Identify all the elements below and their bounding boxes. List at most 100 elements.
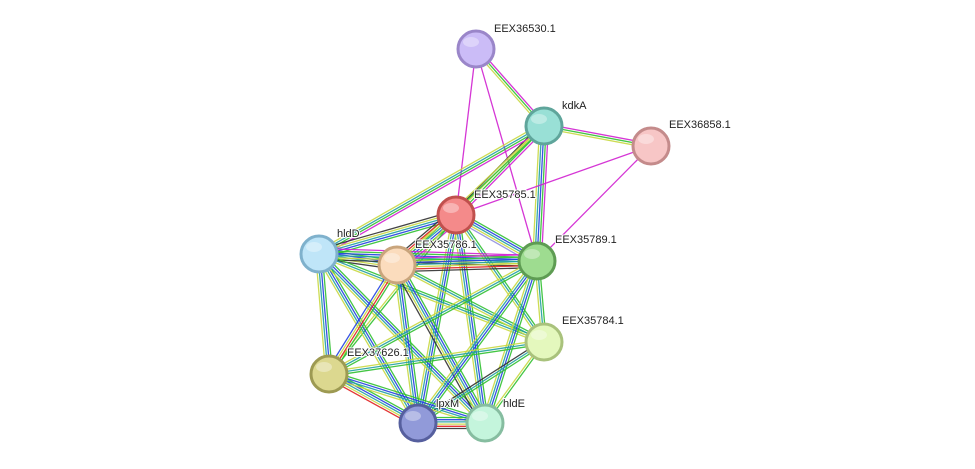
edge-line-green (458, 214, 489, 423)
edge-line-teal (396, 260, 538, 266)
edge-eex36858-1-eex35789-1 (536, 145, 652, 262)
node-label-hlde: hldE (503, 398, 525, 410)
edge-line-green (321, 252, 422, 422)
edge-line-blue (536, 125, 545, 262)
edge-line-red (397, 264, 538, 271)
edge-eex36530-1-eex35789-1 (475, 48, 538, 262)
node-circle[interactable] (524, 322, 564, 362)
node-highlight (638, 134, 654, 144)
edge-line-blue (396, 258, 537, 264)
edge-line-magenta (540, 126, 550, 262)
edge-line-blue (418, 215, 458, 424)
edge-line-teal (396, 264, 545, 343)
edge-line-green (331, 266, 401, 377)
node-hlde[interactable] (465, 403, 505, 443)
edge-line-teal (483, 260, 537, 423)
node-lpxm[interactable] (398, 403, 438, 443)
edge-line-blue (456, 214, 487, 423)
edge-line-teal (317, 254, 329, 375)
edge-kdka-hldd (317, 122, 546, 258)
node-eex36530-1[interactable] (456, 29, 496, 69)
edge-line-green (400, 262, 490, 422)
node-highlight (531, 330, 547, 340)
edge-line-teal (396, 264, 486, 424)
node-eex35786-1[interactable] (377, 245, 417, 285)
edge-eex35789-1-lpxm (414, 258, 541, 426)
edge-eex35789-1-hlde (481, 259, 541, 425)
node-circle[interactable] (398, 403, 438, 443)
edge-line-yellow (395, 124, 544, 265)
node-circle[interactable] (309, 354, 349, 394)
node-label-kdka: kdkA (562, 100, 587, 112)
edge-line-yellow (414, 258, 535, 422)
node-highlight (405, 411, 421, 421)
node-circle[interactable] (436, 195, 476, 235)
node-highlight (531, 114, 547, 124)
edge-line-magenta (320, 128, 546, 258)
node-label-eex37626-1: EEX37626.1 (347, 347, 409, 359)
node-highlight (316, 362, 332, 372)
edge-line-magenta (396, 253, 537, 260)
edge-line-green (397, 262, 546, 341)
edge-line-black (317, 210, 455, 251)
edge-line-green (487, 261, 541, 425)
edge-line-yellow (318, 256, 537, 265)
edge-eex35789-1-eex37626-1 (327, 258, 539, 377)
edge-line-teal (318, 254, 537, 263)
edge-line-teal (318, 253, 545, 343)
labels-layer: EEX36530.1kdkAEEX36858.1EEX35785.1hldDEE… (336, 22, 732, 411)
edge-line-green (399, 264, 422, 423)
edge-line-yellow (327, 258, 537, 373)
node-label-eex35784-1: EEX35784.1 (562, 315, 624, 327)
node-hldd[interactable] (299, 234, 339, 274)
edge-line-green (319, 250, 538, 259)
edge-line-yellow (481, 259, 535, 423)
edge-line-green (329, 262, 539, 377)
edge-line-yellow (317, 122, 543, 252)
edge-line-blue (319, 253, 331, 374)
node-circle[interactable] (456, 29, 496, 69)
edge-line-magenta (455, 48, 477, 216)
edge-line-yellow (327, 264, 397, 374)
edge-line-magenta (475, 48, 538, 262)
node-eex35785-1[interactable] (436, 195, 476, 235)
edge-line-green (397, 126, 546, 267)
edge-line-black (318, 258, 537, 268)
edge-line-red (329, 265, 399, 375)
node-circle[interactable] (299, 234, 339, 274)
node-circle[interactable] (517, 241, 557, 281)
edge-line-green (396, 255, 537, 262)
edge-line-blue (398, 263, 488, 423)
node-circle[interactable] (524, 106, 564, 146)
node-label-eex35785-1: EEX35785.1 (474, 189, 536, 201)
edge-line-green (456, 126, 546, 217)
node-label-eex36530-1: EEX36530.1 (494, 23, 556, 35)
node-circle[interactable] (465, 403, 505, 443)
edge-line-black (392, 266, 482, 426)
edge-line-teal (454, 215, 485, 424)
edge-eex35786-1-hlde (392, 262, 490, 426)
node-circle[interactable] (377, 245, 417, 285)
edge-line-yellow (317, 255, 544, 345)
node-circle[interactable] (631, 126, 671, 166)
edge-line-black (397, 266, 538, 273)
edge-eex35786-1-eex35789-1 (396, 253, 538, 273)
node-highlight (306, 242, 322, 252)
edge-line-teal (318, 124, 544, 254)
node-label-lpxm: lpxM (436, 398, 459, 410)
node-eex37626-1[interactable] (309, 354, 349, 394)
edge-line-yellow (397, 262, 538, 268)
node-kdka[interactable] (524, 106, 564, 146)
node-eex35784-1[interactable] (524, 322, 564, 362)
node-highlight (524, 249, 540, 259)
edge-line-green (538, 126, 547, 262)
edge-kdka-eex35786-1 (395, 124, 546, 267)
edge-line-blue (485, 261, 539, 424)
edge-line-green (420, 262, 541, 426)
edge-kdka-eex35789-1 (531, 125, 550, 262)
node-eex36858-1[interactable] (631, 126, 671, 166)
node-eex35789-1[interactable] (517, 241, 557, 281)
edge-line-teal (328, 260, 538, 375)
edge-line-green (329, 343, 545, 377)
